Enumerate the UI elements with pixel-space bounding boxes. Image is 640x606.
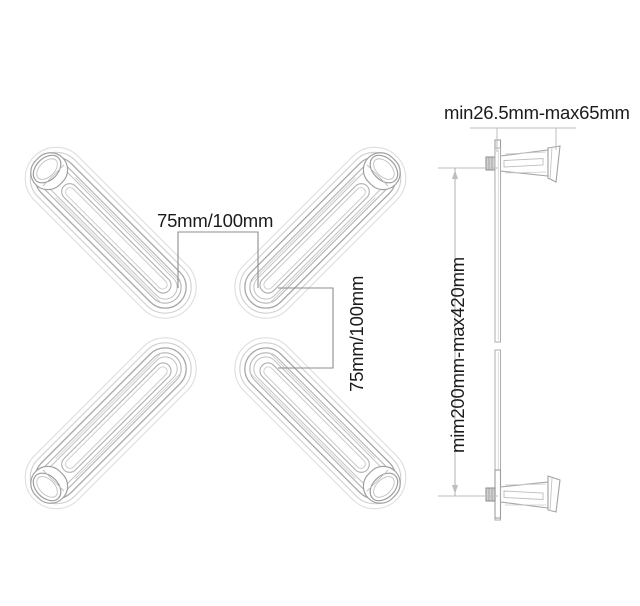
arm-top-left bbox=[11, 133, 210, 332]
dimension-height-range bbox=[438, 167, 498, 497]
arm-bottom-right bbox=[221, 324, 420, 523]
mount-side-view bbox=[438, 127, 576, 521]
dimension-bracket-vesa-vertical bbox=[278, 287, 334, 369]
vertical-rail-upper bbox=[494, 147, 501, 343]
height-range-label: mim200mm-max420mm bbox=[447, 256, 468, 453]
dimension-depth-range bbox=[470, 127, 576, 152]
dimension-bracket-vesa-horizontal bbox=[177, 231, 259, 288]
vesa-horizontal-label: 75mm/100mm bbox=[157, 210, 274, 231]
vesa-vertical-label: 75mm/100mm bbox=[346, 275, 367, 392]
depth-range-label: min26.5mm-max65mm bbox=[444, 102, 630, 123]
arm-top-right bbox=[221, 133, 420, 332]
lower-clamp-assembly bbox=[485, 469, 561, 519]
arm-bottom-left bbox=[11, 324, 210, 523]
